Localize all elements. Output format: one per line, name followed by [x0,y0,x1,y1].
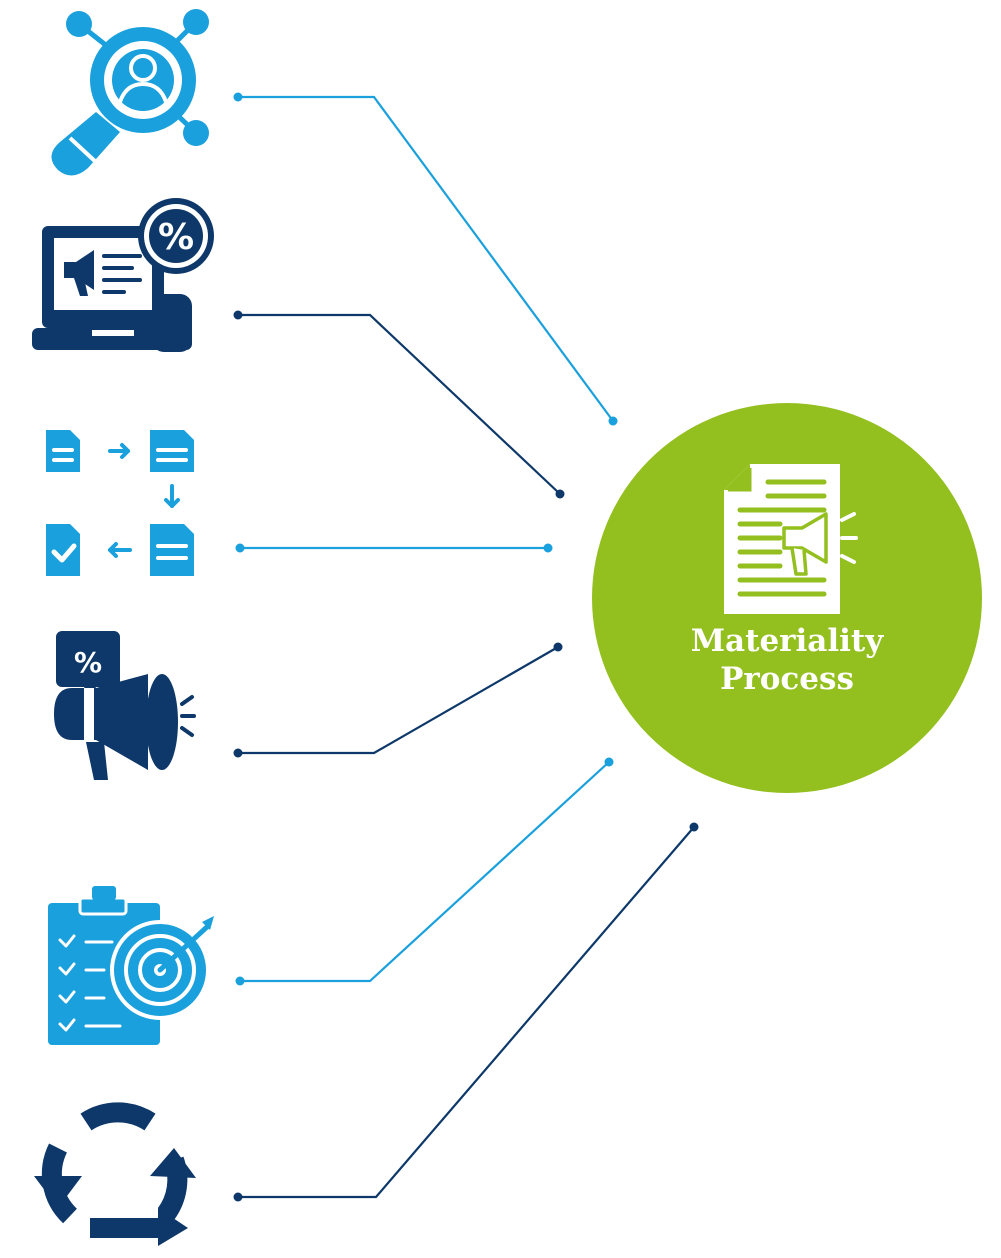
hub-title-line1: Materiality [690,623,884,659]
connector-4 [233,642,563,758]
laptop-promotion-icon: % [32,198,214,352]
connector-2 [233,310,565,499]
document-megaphone-icon [724,464,858,614]
svg-text:%: % [158,217,194,258]
megaphone-discount-icon: % [54,631,196,780]
cycle-arrowheads [34,1148,196,1246]
connector-1 [233,92,618,426]
connector-5 [235,757,614,986]
stakeholder-search-icon [51,9,209,176]
checklist-target-icon [48,886,214,1045]
connector-3 [235,543,553,553]
hub-title: Materiality Process [592,622,982,698]
document-workflow-icon [46,430,194,576]
hub-title-line2: Process [720,661,854,697]
connector-6 [233,822,699,1202]
svg-text:%: % [74,646,102,679]
